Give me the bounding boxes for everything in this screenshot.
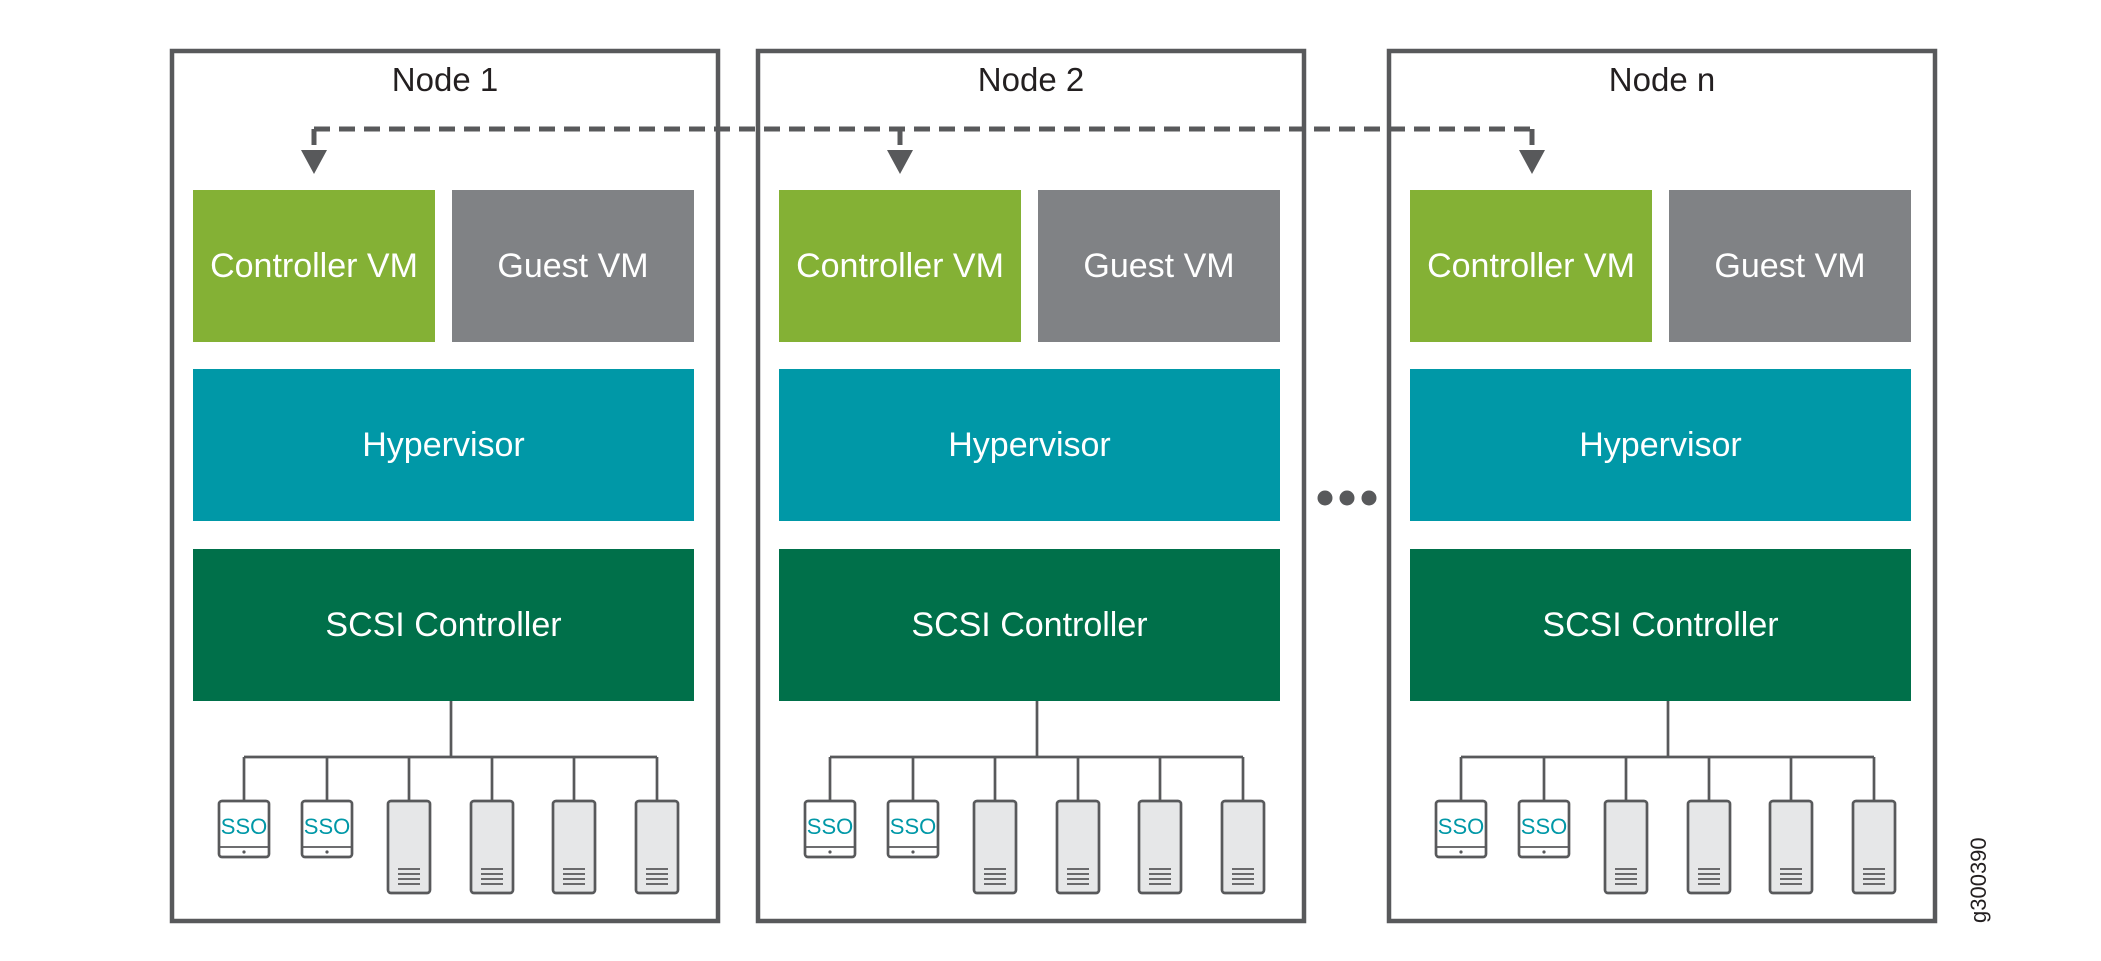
guest-vm-box	[1669, 190, 1911, 342]
controller-vm-box	[779, 190, 1021, 342]
hdd-drive	[386, 799, 432, 895]
ssd-label: SSO	[221, 814, 267, 839]
hdd-drive	[1137, 799, 1183, 895]
hypervisor-label: Hypervisor	[948, 426, 1110, 464]
guest-vm-label: Guest VM	[497, 247, 648, 285]
hdd-drive	[1603, 799, 1649, 895]
hypervisor-label: Hypervisor	[362, 426, 524, 464]
node-title: Node 1	[392, 61, 498, 98]
ssd-label: SSO	[890, 814, 936, 839]
guest-vm-label: Guest VM	[1714, 247, 1865, 285]
ssd-label: SSO	[304, 814, 350, 839]
node-n: Node n Controller VM Guest VM Hypervisor…	[1386, 48, 1938, 924]
scsi-controller-box	[193, 549, 694, 701]
disk-bus	[242, 701, 659, 801]
arrow-down-icon	[1519, 150, 1545, 174]
disk-bus	[1459, 701, 1876, 801]
figure-id: g300390	[1966, 837, 1991, 923]
hdd-drive	[634, 799, 680, 895]
ssd-drive: SSO	[803, 799, 857, 859]
hypervisor-box	[779, 369, 1280, 521]
scsi-controller-box	[1410, 549, 1911, 701]
hdd-drive	[1851, 799, 1897, 895]
node-2: Node 2 Controller VM Guest VM Hypervisor…	[755, 48, 1307, 924]
hdd-drive	[972, 799, 1018, 895]
hdd-drive	[469, 799, 515, 895]
scsi-controller-label: SCSI Controller	[911, 606, 1147, 644]
controller-vm-label: Controller VM	[1427, 247, 1635, 285]
node-title: Node n	[1609, 61, 1715, 98]
guest-vm-box	[452, 190, 694, 342]
scsi-controller-box	[779, 549, 1280, 701]
hdd-drive	[1055, 799, 1101, 895]
ssd-drive: SSO	[217, 799, 271, 859]
controller-vm-box	[1410, 190, 1652, 342]
hypervisor-box	[1410, 369, 1911, 521]
ssd-drive: SSO	[300, 799, 354, 859]
scsi-controller-label: SCSI Controller	[325, 606, 561, 644]
controller-vm-label: Controller VM	[210, 247, 418, 285]
ssd-label: SSO	[807, 814, 853, 839]
node-1: Node 1 Controller VM Guest VM Hypervisor…	[169, 48, 721, 924]
ssd-label: SSO	[1438, 814, 1484, 839]
hypervisor-box	[193, 369, 694, 521]
controller-vm-label: Controller VM	[796, 247, 1004, 285]
ssd-drive: SSO	[1517, 799, 1571, 859]
ssd-drive: SSO	[886, 799, 940, 859]
guest-vm-box	[1038, 190, 1280, 342]
arrow-down-icon	[887, 150, 913, 174]
hypervisor-label: Hypervisor	[1579, 426, 1741, 464]
ellipsis-icon	[1317, 490, 1377, 506]
disk-bus	[828, 701, 1245, 801]
controller-vm-box	[193, 190, 435, 342]
node-title: Node 2	[978, 61, 1084, 98]
hdd-drive	[551, 799, 597, 895]
hdd-drive	[1768, 799, 1814, 895]
controller-vm-interconnect	[301, 126, 1545, 174]
arrow-down-icon	[301, 150, 327, 174]
hdd-drive	[1686, 799, 1732, 895]
hdd-drive	[1220, 799, 1266, 895]
guest-vm-label: Guest VM	[1083, 247, 1234, 285]
ssd-label: SSO	[1521, 814, 1567, 839]
ssd-drive: SSO	[1434, 799, 1488, 859]
scsi-controller-label: SCSI Controller	[1542, 606, 1778, 644]
